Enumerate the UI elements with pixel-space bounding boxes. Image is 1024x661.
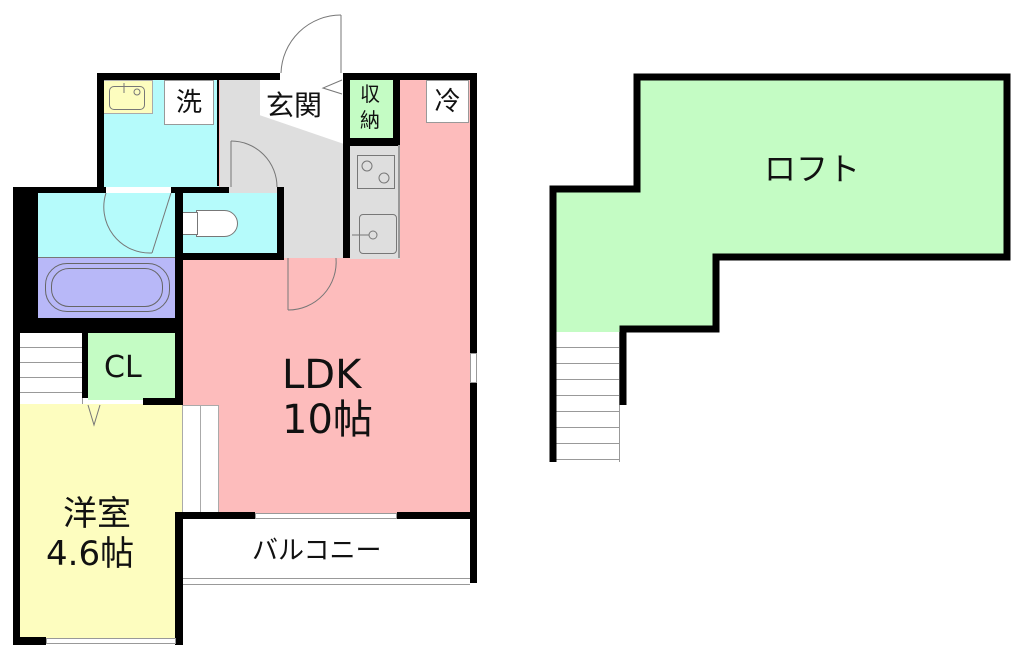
western-room-label-1: 洋室 <box>63 494 131 534</box>
balcony-label: バルコニー <box>252 536 382 566</box>
wall <box>343 145 350 258</box>
loft-label: ロフト <box>764 150 861 188</box>
wall <box>82 333 88 398</box>
bathtub-inner <box>51 268 163 307</box>
storage <box>350 80 393 138</box>
balcony-window <box>255 513 397 519</box>
wall <box>470 73 477 353</box>
wall <box>171 187 229 193</box>
wall <box>97 73 280 80</box>
entrance-label: 玄関 <box>266 89 323 122</box>
wall <box>13 318 183 333</box>
wall <box>13 320 20 645</box>
wall <box>175 512 255 519</box>
wall <box>175 187 183 405</box>
stove <box>357 155 395 189</box>
wall <box>393 73 400 145</box>
fridge-space: 冷 <box>426 80 469 123</box>
wall <box>343 73 477 80</box>
wall <box>343 138 400 146</box>
fridge-label: 冷 <box>434 86 461 117</box>
kitchen-sink <box>359 214 397 254</box>
ldk-label-1: LDK <box>282 352 362 398</box>
wall <box>343 73 350 145</box>
wall <box>175 253 284 260</box>
western-window <box>46 638 176 644</box>
ldk-label-2: 10帖 <box>282 397 373 443</box>
wall <box>175 512 183 645</box>
balcony-rail <box>182 578 470 579</box>
wall <box>13 187 106 193</box>
washing-machine-space: 洗 <box>164 80 214 125</box>
wall <box>470 383 477 583</box>
ldk-window <box>470 353 477 383</box>
bathtub <box>45 263 170 312</box>
loft-stairs <box>556 332 620 462</box>
wall <box>13 187 38 320</box>
wall <box>97 73 104 187</box>
bathroom <box>38 193 176 258</box>
toilet-tank <box>182 212 198 235</box>
closet <box>88 333 176 400</box>
wall <box>143 398 183 405</box>
western-room-label-2: 4.6帖 <box>46 534 135 574</box>
toilet-bowl <box>196 210 238 237</box>
closet-label: CL <box>104 350 142 385</box>
kitchen <box>350 146 400 259</box>
western-room-upper <box>18 438 83 448</box>
washroom-label: 洗 <box>175 87 202 118</box>
wall <box>13 637 46 645</box>
wall <box>398 145 400 258</box>
hall-opening-line <box>200 405 201 518</box>
wall <box>397 512 477 519</box>
storage-label-2: 納 <box>360 108 380 132</box>
washbasin-bowl <box>109 86 145 110</box>
wall <box>277 187 284 260</box>
storage-label-1: 収 <box>360 82 380 106</box>
balcony <box>182 519 470 585</box>
